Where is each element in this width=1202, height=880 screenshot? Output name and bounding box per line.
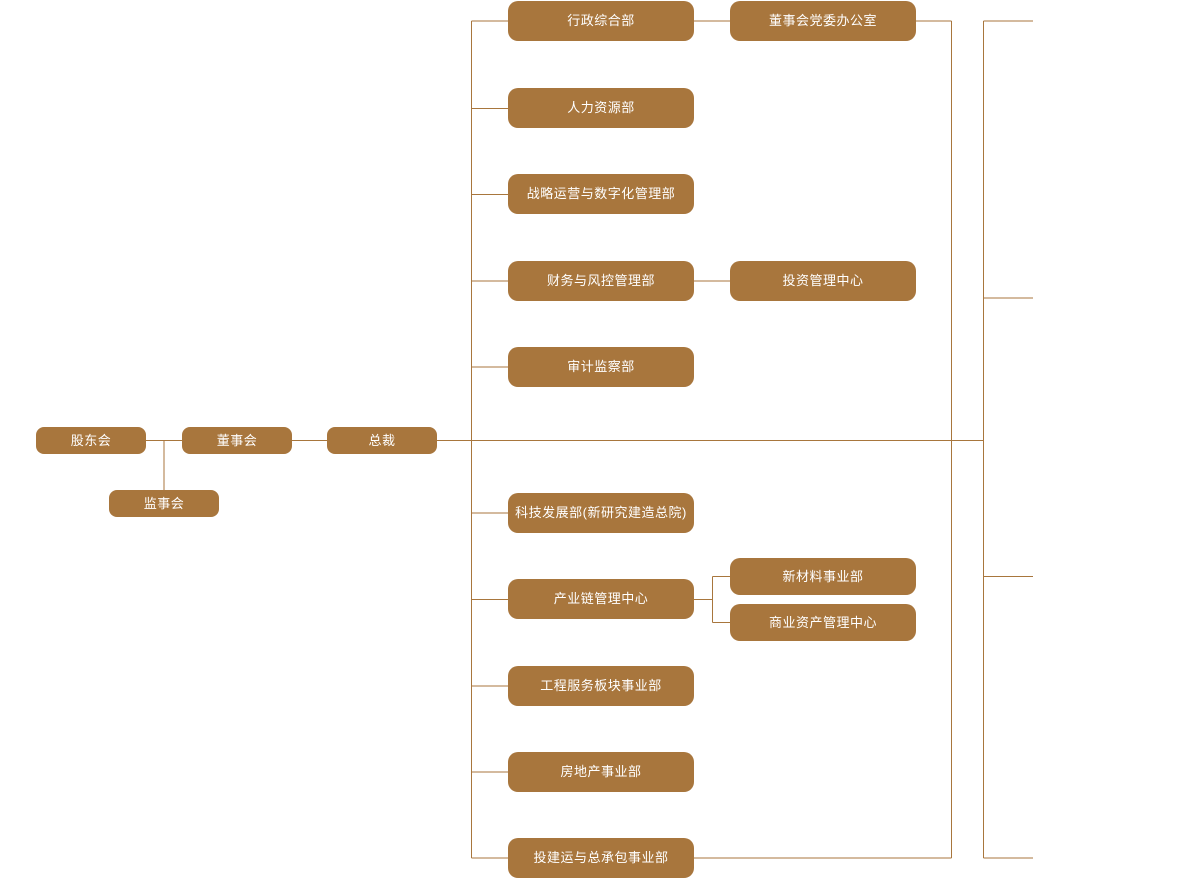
node-engineering-services-division[interactable]: 工程服务板块事业部 bbox=[508, 666, 694, 706]
node-commercial-asset-management-center[interactable]: 商业资产管理中心 bbox=[730, 604, 916, 641]
node-board-party-committee-office[interactable]: 董事会党委办公室 bbox=[730, 1, 916, 41]
node-board-of-supervisors[interactable]: 监事会 bbox=[109, 490, 219, 517]
node-industry-chain-management-center[interactable]: 产业链管理中心 bbox=[508, 579, 694, 619]
node-board-of-directors[interactable]: 董事会 bbox=[182, 427, 292, 454]
node-investment-construction-general-contracting-division[interactable]: 投建运与总承包事业部 bbox=[508, 838, 694, 878]
node-shareholders[interactable]: 股东会 bbox=[36, 427, 146, 454]
node-investment-management-center[interactable]: 投资管理中心 bbox=[730, 261, 916, 301]
node-audit-supervision-department[interactable]: 审计监察部 bbox=[508, 347, 694, 387]
node-president[interactable]: 总裁 bbox=[327, 427, 437, 454]
node-real-estate-division[interactable]: 房地产事业部 bbox=[508, 752, 694, 792]
node-technology-development-department[interactable]: 科技发展部(新研究建造总院) bbox=[508, 493, 694, 533]
node-strategy-operations-digital-department[interactable]: 战略运营与数字化管理部 bbox=[508, 174, 694, 214]
node-finance-risk-control-department[interactable]: 财务与风控管理部 bbox=[508, 261, 694, 301]
node-administration-department[interactable]: 行政综合部 bbox=[508, 1, 694, 41]
node-human-resources-department[interactable]: 人力资源部 bbox=[508, 88, 694, 128]
node-new-materials-division[interactable]: 新材料事业部 bbox=[730, 558, 916, 595]
